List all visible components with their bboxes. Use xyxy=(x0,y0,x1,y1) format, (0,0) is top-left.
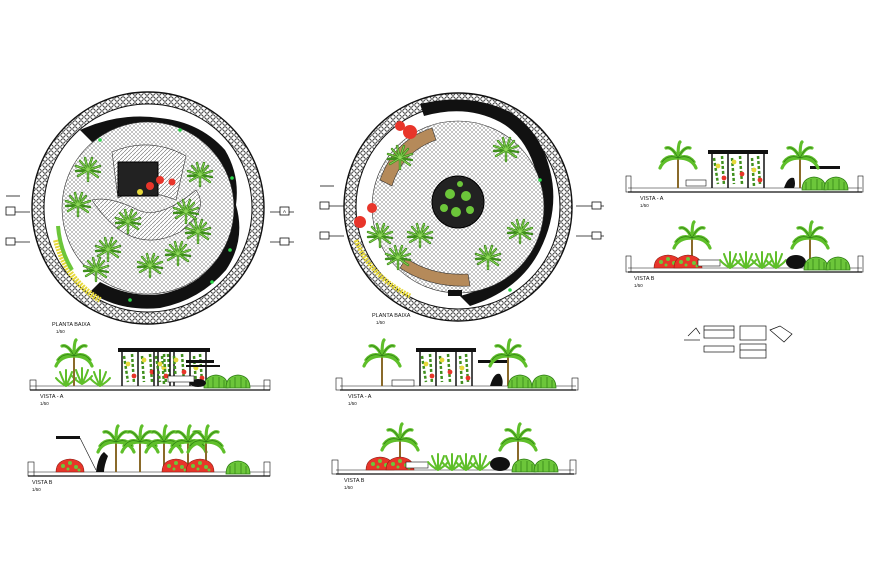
plan-left xyxy=(31,91,265,325)
elev-left-a-scale: 1/50 xyxy=(40,401,49,406)
elev-right-b-scale: 1/50 xyxy=(634,283,643,288)
elev-mid-a-title: VISTA - A xyxy=(348,394,372,400)
elev-mid-a-scale: 1/50 xyxy=(348,401,357,406)
elev-left-a-title: VISTA - A xyxy=(40,394,64,400)
elevation-mid-a xyxy=(335,338,579,391)
plan-right xyxy=(343,92,573,322)
elevation-mid-b xyxy=(331,422,577,475)
elev-right-a-title: VISTA - A xyxy=(640,196,664,202)
plan-right-scale: 1/50 xyxy=(376,320,385,325)
section-markers-left xyxy=(5,195,294,246)
elev-left-b-title: VISTA B xyxy=(32,480,53,486)
plan-left-scale: 1/50 xyxy=(56,329,65,334)
elevation-right-b xyxy=(625,220,864,273)
elev-right-a-scale: 1/50 xyxy=(640,203,649,208)
elevation-left-a xyxy=(29,338,271,391)
section-markers-right xyxy=(319,185,604,240)
plan-left-title: PLANTA BAIXA xyxy=(52,322,91,328)
elev-mid-b-scale: 1/50 xyxy=(344,485,353,490)
elev-left-b-scale: 1/50 xyxy=(32,487,41,492)
elev-right-b-title: VISTA B xyxy=(634,276,655,282)
bench-detail xyxy=(684,325,793,359)
elevation-left-b xyxy=(27,424,271,477)
elev-mid-b-title: VISTA B xyxy=(344,478,365,484)
elevation-right-a xyxy=(625,140,864,193)
plan-right-title: PLANTA BAIXA xyxy=(372,313,411,319)
section-marker-a: A xyxy=(283,209,286,214)
